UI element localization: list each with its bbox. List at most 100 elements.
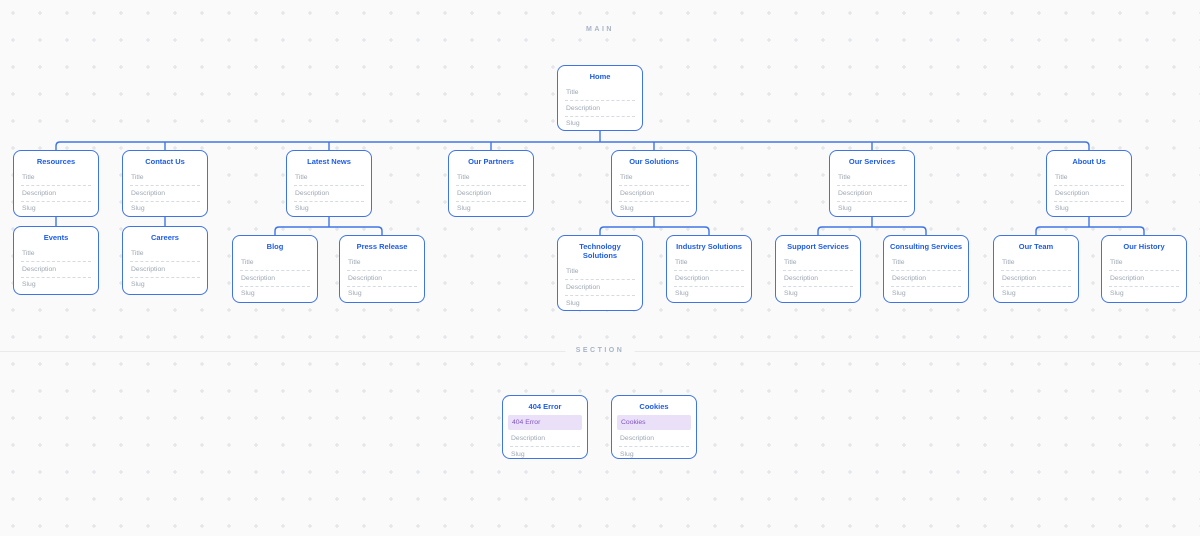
field-slug[interactable]: Slug	[22, 281, 36, 289]
field-slug[interactable]: Slug	[1110, 290, 1124, 298]
field-title[interactable]: Title	[1001, 255, 1071, 272]
field-slug[interactable]: Slug	[295, 205, 309, 213]
field-slug[interactable]: Slug	[784, 290, 798, 298]
field-title[interactable]: Title	[456, 170, 526, 187]
field-description[interactable]: Description	[565, 280, 635, 297]
field-title[interactable]: Title	[21, 170, 91, 187]
node-title-press-release: Press Release	[356, 242, 408, 251]
field-title[interactable]: Title	[891, 255, 961, 272]
field-slug[interactable]: Slug	[131, 281, 145, 289]
field-title[interactable]: Title	[565, 265, 635, 281]
field-slug[interactable]: Slug	[892, 290, 906, 298]
field-description[interactable]: Description	[240, 271, 310, 287]
field-slug[interactable]: Slug	[566, 120, 580, 128]
field-description[interactable]: Description	[347, 271, 417, 287]
field-description[interactable]: Description	[130, 262, 200, 278]
field-slug[interactable]: Slug	[22, 205, 36, 213]
node-title-resources: Resources	[36, 157, 76, 166]
field-description[interactable]: Description	[783, 271, 853, 287]
node-title-consulting-services: Consulting Services	[889, 242, 963, 251]
node-title-latest-news: Latest News	[307, 157, 351, 166]
field-description[interactable]: Description	[1001, 271, 1071, 287]
field-404-error[interactable]: 404 Error	[508, 415, 582, 431]
field-description[interactable]: Description	[21, 262, 91, 278]
field-title[interactable]: Title	[294, 170, 364, 187]
field-title[interactable]: Title	[1109, 255, 1179, 272]
field-slug[interactable]: Slug	[1002, 290, 1016, 298]
field-slug[interactable]: Slug	[675, 290, 689, 298]
field-title[interactable]: Title	[240, 255, 310, 272]
node-title-about-us: About Us	[1072, 157, 1106, 166]
field-slug[interactable]: Slug	[511, 450, 525, 458]
field-cookies[interactable]: Cookies	[617, 415, 691, 431]
field-description[interactable]: Description	[1054, 186, 1124, 202]
node-title-careers: Careers	[151, 233, 179, 242]
field-slug[interactable]: Slug	[620, 205, 634, 213]
node-title-our-services: Our Services	[848, 157, 896, 166]
field-title[interactable]: Title	[674, 255, 744, 272]
field-slug[interactable]: Slug	[838, 205, 852, 213]
field-description[interactable]: Description	[674, 271, 744, 287]
field-description[interactable]: Description	[565, 101, 635, 117]
node-title-home: Home	[589, 72, 611, 81]
field-title[interactable]: Title	[837, 170, 907, 187]
field-description[interactable]: Description	[1109, 271, 1179, 287]
field-slug[interactable]: Slug	[348, 290, 362, 298]
field-title[interactable]: Title	[130, 246, 200, 263]
field-description[interactable]: Description	[619, 186, 689, 202]
field-description[interactable]: Description	[130, 186, 200, 202]
field-description[interactable]: Description	[456, 186, 526, 202]
field-description[interactable]: Description	[837, 186, 907, 202]
field-description[interactable]: Description	[510, 432, 580, 448]
field-slug[interactable]: Slug	[1055, 205, 1069, 213]
field-slug[interactable]: Slug	[620, 450, 634, 458]
field-slug[interactable]: Slug	[457, 205, 471, 213]
node-title-error-404: 404 Error	[528, 402, 562, 411]
field-title[interactable]: Title	[783, 255, 853, 272]
field-description[interactable]: Description	[21, 186, 91, 202]
field-title[interactable]: Title	[347, 255, 417, 272]
field-slug[interactable]: Slug	[566, 299, 580, 307]
field-description[interactable]: Description	[891, 271, 961, 287]
field-title[interactable]: Title	[21, 246, 91, 263]
field-slug[interactable]: Slug	[131, 205, 145, 213]
field-title[interactable]: Title	[565, 85, 635, 102]
field-title[interactable]: Title	[130, 170, 200, 187]
field-title[interactable]: Title	[619, 170, 689, 187]
zone-label-main: MAIN	[586, 26, 614, 33]
field-title[interactable]: Title	[1054, 170, 1124, 187]
field-description[interactable]: Description	[294, 186, 364, 202]
field-description[interactable]: Description	[619, 432, 689, 448]
field-slug[interactable]: Slug	[241, 290, 255, 298]
